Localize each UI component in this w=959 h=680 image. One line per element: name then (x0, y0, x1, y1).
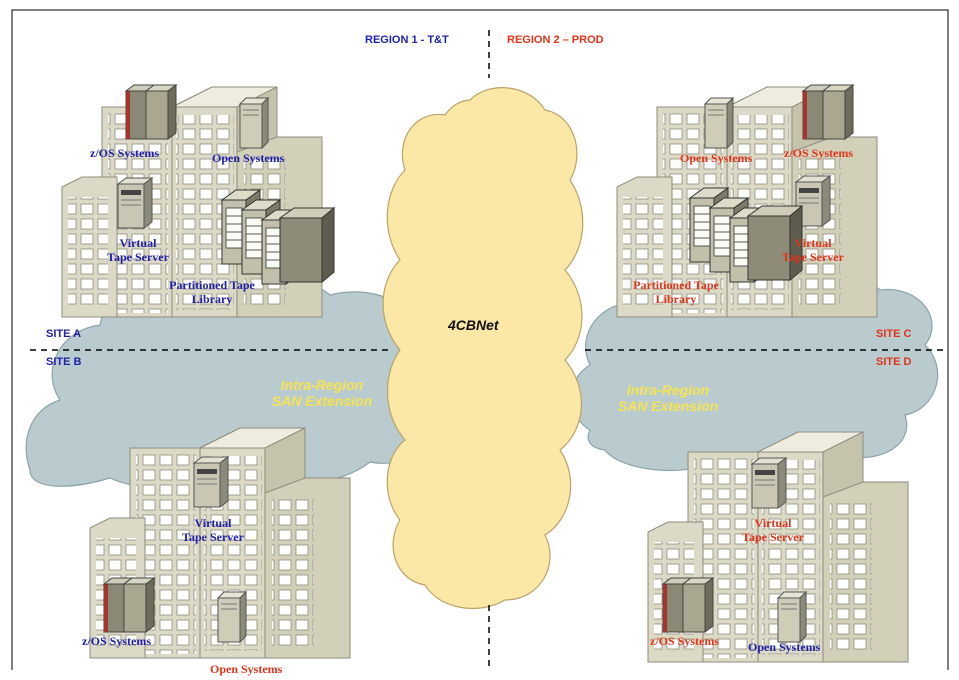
network-label: 4CBNet (448, 317, 499, 333)
site-a-vts-label: Virtual Tape Server (100, 236, 176, 264)
site-d-vts-line2: Tape Server (742, 530, 804, 544)
site-a-zos-label: z/OS Systems (90, 146, 159, 160)
virtual-tape-server-icon (117, 177, 153, 229)
network-cloud (382, 87, 584, 609)
zos-mainframe-icon (662, 577, 714, 633)
virtual-tape-server-icon (193, 456, 229, 508)
site-a-vts-line1: Virtual (119, 236, 157, 250)
open-systems-server-icon (239, 97, 269, 149)
site-d-zos-label: z/OS Systems (650, 634, 719, 648)
site-b-vts-label: Virtual Tape Server (175, 516, 251, 544)
site-d-label: SITE D (876, 356, 912, 368)
san-right-line1: Intra-Region (626, 382, 710, 398)
site-a-label: SITE A (46, 328, 82, 340)
site-a-library-label: Partitioned Tape Library (156, 278, 268, 306)
site-c-library-line2: Library (655, 292, 697, 306)
open-systems-server-icon (777, 591, 807, 643)
san-right-line2: SAN Extension (617, 398, 719, 414)
region-1-label: REGION 1 - T&T (365, 34, 449, 46)
site-b-label: SITE B (46, 356, 82, 368)
site-a-library-line2: Library (191, 292, 233, 306)
san-left-line2: SAN Extension (271, 393, 373, 409)
site-b-open-label: Open Systems (210, 662, 283, 676)
zos-mainframe-icon (125, 84, 177, 140)
site-c-vts-line1: Virtual (794, 236, 832, 250)
frame-border (11, 9, 949, 670)
site-c-zos-label: z/OS Systems (784, 146, 853, 160)
site-d-vts-label: Virtual Tape Server (735, 516, 811, 544)
san-left-line1: Intra-Region (280, 377, 364, 393)
site-a-vts-line2: Tape Server (107, 250, 169, 264)
san-left-label: Intra-Region SAN Extension (262, 377, 382, 409)
region-2-label: REGION 2 – PROD (507, 34, 604, 46)
site-c-open-label: Open Systems (680, 151, 753, 165)
zos-mainframe-icon (103, 577, 155, 633)
zos-mainframe-icon (802, 84, 854, 140)
site-c-vts-label: Virtual Tape Server (775, 236, 851, 264)
site-b-zos-label: z/OS Systems (82, 634, 151, 648)
site-c-label: SITE C (876, 328, 912, 340)
san-right-label: Intra-Region SAN Extension (608, 382, 728, 414)
site-a-open-label: Open Systems (212, 151, 285, 165)
open-systems-server-icon (217, 591, 247, 643)
site-b-vts-line1: Virtual (194, 516, 232, 530)
site-c-vts-line2: Tape Server (782, 250, 844, 264)
site-c-library-line1: Partitioned Tape (633, 278, 719, 292)
open-systems-server-icon (704, 97, 734, 149)
site-d-vts-line1: Virtual (754, 516, 792, 530)
virtual-tape-server-icon (751, 457, 787, 509)
site-c-library-label: Partitioned Tape Library (620, 278, 732, 306)
site-a-library-line1: Partitioned Tape (169, 278, 255, 292)
site-b-vts-line2: Tape Server (182, 530, 244, 544)
site-d-open-label: Open Systems (748, 640, 821, 654)
